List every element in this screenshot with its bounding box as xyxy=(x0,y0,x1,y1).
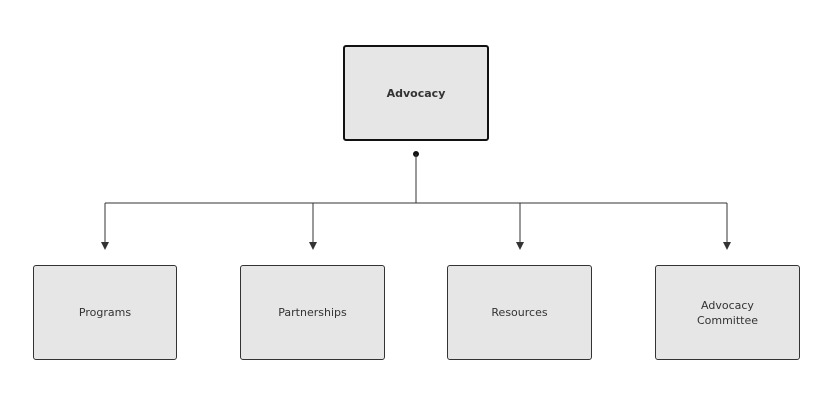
node-advocacy-committee-label: Advocacy Committee xyxy=(696,298,759,327)
node-advocacy-label: Advocacy xyxy=(386,86,446,100)
node-programs-label: Programs xyxy=(78,306,132,319)
node-partnerships[interactable]: Partnerships xyxy=(240,265,385,360)
node-resources-label: Resources xyxy=(491,306,548,319)
node-resources[interactable]: Resources xyxy=(447,265,592,360)
node-advocacy[interactable]: Advocacy xyxy=(343,45,489,141)
node-advocacy-committee[interactable]: Advocacy Committee xyxy=(655,265,800,360)
node-partnerships-label: Partnerships xyxy=(278,306,347,319)
node-programs[interactable]: Programs xyxy=(33,265,177,360)
